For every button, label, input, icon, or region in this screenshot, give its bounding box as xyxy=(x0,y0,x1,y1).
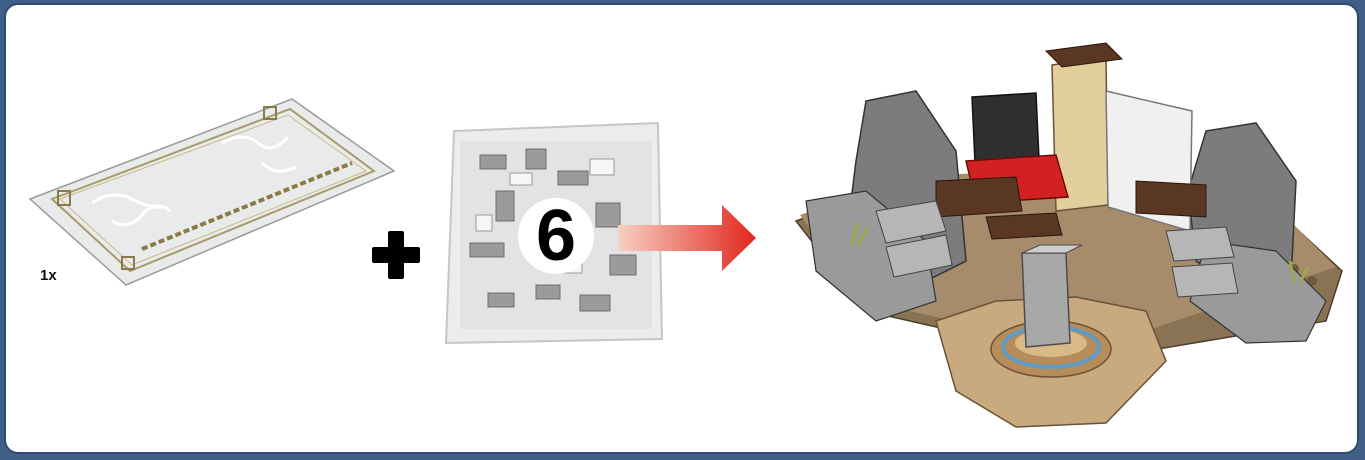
quantity-label: 1x xyxy=(40,267,57,284)
printed-mat-icon xyxy=(22,93,402,293)
plus-icon xyxy=(372,231,420,279)
bag-number-badge: 6 xyxy=(518,198,594,274)
instruction-panel: 1x 6 xyxy=(4,3,1359,454)
arrow-right-icon xyxy=(618,201,758,275)
temple-model-illustration xyxy=(786,31,1346,451)
